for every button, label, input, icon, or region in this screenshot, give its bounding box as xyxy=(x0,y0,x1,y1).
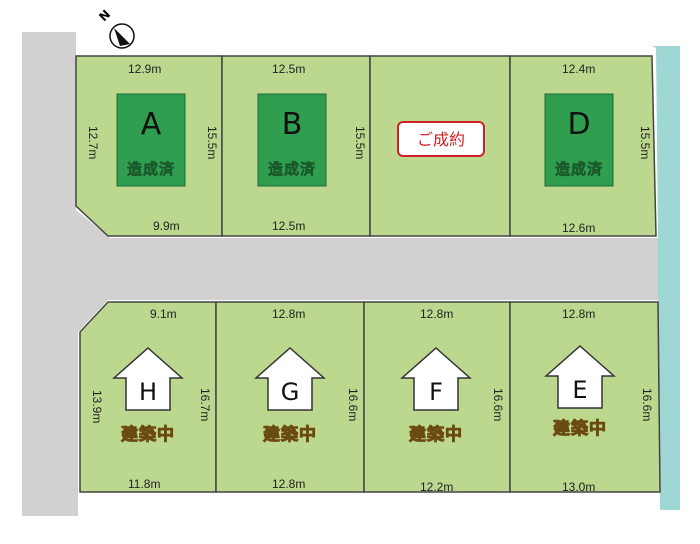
lot-h-letter: H xyxy=(139,378,157,406)
lot-e-house-icon: E xyxy=(544,344,616,409)
lot-g-top-dim: 12.8m xyxy=(272,307,305,321)
lot-d-badge: D 造成済 xyxy=(544,93,614,187)
lot-a-top-dim: 12.9m xyxy=(128,62,161,76)
lot-d-status: 造成済 xyxy=(555,160,603,178)
lot-g-bottom-dim: 12.8m xyxy=(272,477,305,491)
lot-h-right-dim: 16.7m xyxy=(198,388,212,421)
lot-c-sold-badge: ご成約 xyxy=(397,121,485,157)
lot-g-right-dim: 16.6m xyxy=(346,388,360,421)
lot-a-left-dim: 12.7m xyxy=(86,126,100,159)
lot-f-house-icon: F xyxy=(400,346,472,411)
lot-a-badge: A 造成済 xyxy=(116,93,186,187)
lot-h-bottom-dim: 11.8m xyxy=(128,477,160,491)
lot-b-badge: B 造成済 xyxy=(257,93,327,187)
lot-c-status: ご成約 xyxy=(417,130,465,149)
lot-f-bottom-dim: 12.2m xyxy=(420,480,453,494)
lot-b-letter: B xyxy=(282,107,303,142)
road xyxy=(22,32,658,516)
lot-d-letter: D xyxy=(567,107,590,142)
lot-e-right-dim: 16.6m xyxy=(640,388,654,421)
lot-d-right-dim: 15.5m xyxy=(638,126,652,159)
lot-e-bottom-dim: 13.0m xyxy=(562,480,595,494)
lot-g-status: 建築中 xyxy=(263,424,317,445)
lot-a-bottom-dim: 9.9m xyxy=(153,219,180,233)
compass-label: N xyxy=(96,7,113,24)
lot-e-letter: E xyxy=(572,376,587,404)
lot-g-house-icon: G xyxy=(254,346,326,411)
lot-b-top-dim: 12.5m xyxy=(272,62,305,76)
lot-f-top-dim: 12.8m xyxy=(420,307,453,321)
compass-north-icon: N xyxy=(96,7,135,49)
lot-a-status: 造成済 xyxy=(127,160,175,178)
lot-e-status: 建築中 xyxy=(553,418,607,439)
lot-d-top-dim: 12.4m xyxy=(562,62,595,76)
lot-h-top-dim: 9.1m xyxy=(150,307,177,321)
lot-a-right-dim: 15.5m xyxy=(205,126,219,159)
lot-a-letter: A xyxy=(141,107,162,142)
lot-h-status: 建築中 xyxy=(121,424,175,445)
lot-h-left-dim: 13.9m xyxy=(90,390,104,423)
lot-g-letter: G xyxy=(281,378,300,406)
lot-b-right-dim: 15.5m xyxy=(353,126,367,159)
lot-b-bottom-dim: 12.5m xyxy=(272,219,305,233)
lot-f-letter: F xyxy=(429,378,443,406)
lot-h-house-icon: H xyxy=(112,346,184,411)
lot-f-status: 建築中 xyxy=(409,424,463,445)
lot-d-bottom-dim: 12.6m xyxy=(562,221,595,235)
lot-b-status: 造成済 xyxy=(268,160,316,178)
lot-e-top-dim: 12.8m xyxy=(562,307,595,321)
lot-f-right-dim: 16.6m xyxy=(491,388,505,421)
